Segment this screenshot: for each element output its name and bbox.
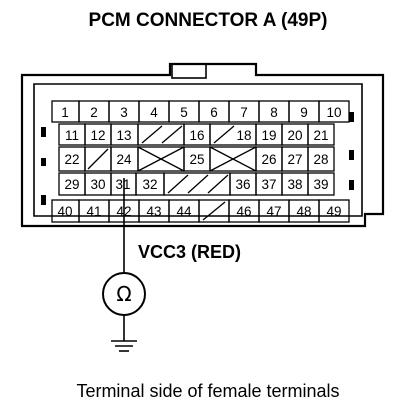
terminal-label: 9 <box>300 105 308 120</box>
terminal-label: 40 <box>57 204 72 219</box>
terminal-label: 5 <box>180 105 188 120</box>
terminal-label: 29 <box>64 177 79 192</box>
connector-housing <box>20 62 385 228</box>
ground-icon <box>111 315 137 352</box>
terminal-label: 4 <box>150 105 158 120</box>
terminal-label: 41 <box>86 204 101 219</box>
terminal-label: 26 <box>261 152 276 167</box>
terminal-numbers: 1 2 3 4 5 6 7 8 9 10 11 12 13 16 18 19 2… <box>57 105 341 219</box>
terminal-label: 13 <box>116 128 131 143</box>
terminal-label: 10 <box>326 105 341 120</box>
terminal-label: 30 <box>90 177 105 192</box>
terminal-label: 25 <box>189 152 204 167</box>
terminal-label: 12 <box>90 128 105 143</box>
connector-latches <box>41 112 354 205</box>
terminal-label: 19 <box>261 128 276 143</box>
terminal-label: 24 <box>116 152 132 167</box>
terminal-label: 20 <box>287 128 302 143</box>
empty-cavity-marks <box>87 125 257 221</box>
terminal-label: 37 <box>261 177 276 192</box>
terminal-label: 39 <box>313 177 328 192</box>
terminal-label: 2 <box>90 105 98 120</box>
terminal-label: 16 <box>189 128 204 143</box>
probe-label: VCC3 (RED) <box>138 242 241 262</box>
ohm-symbol: Ω <box>116 282 131 306</box>
terminal-label: 6 <box>210 105 218 120</box>
terminal-label: 3 <box>120 105 128 120</box>
terminal-label: 18 <box>236 128 251 143</box>
terminal-label: 22 <box>64 152 79 167</box>
terminal-label: 21 <box>313 128 328 143</box>
terminal-label: 7 <box>240 105 248 120</box>
diagram-title: PCM CONNECTOR A (49P) <box>88 10 328 31</box>
terminal-label: 49 <box>326 204 341 219</box>
terminal-label: 36 <box>235 177 250 192</box>
terminal-label: 31 <box>115 177 130 192</box>
terminal-label: 1 <box>61 105 69 120</box>
terminal-label: 43 <box>146 204 161 219</box>
terminal-label: 44 <box>176 204 192 219</box>
terminal-label: 46 <box>236 204 251 219</box>
terminal-label: 38 <box>287 177 302 192</box>
terminal-label: 47 <box>266 204 281 219</box>
terminal-label: 27 <box>287 152 302 167</box>
terminal-label: 28 <box>313 152 328 167</box>
terminal-label: 8 <box>270 105 278 120</box>
ohmmeter: Ω <box>102 272 146 316</box>
terminal-label: 48 <box>296 204 311 219</box>
terminal-label: 32 <box>142 177 157 192</box>
terminal-label: 11 <box>65 128 79 143</box>
diagram-caption: Terminal side of female terminals <box>76 381 340 401</box>
